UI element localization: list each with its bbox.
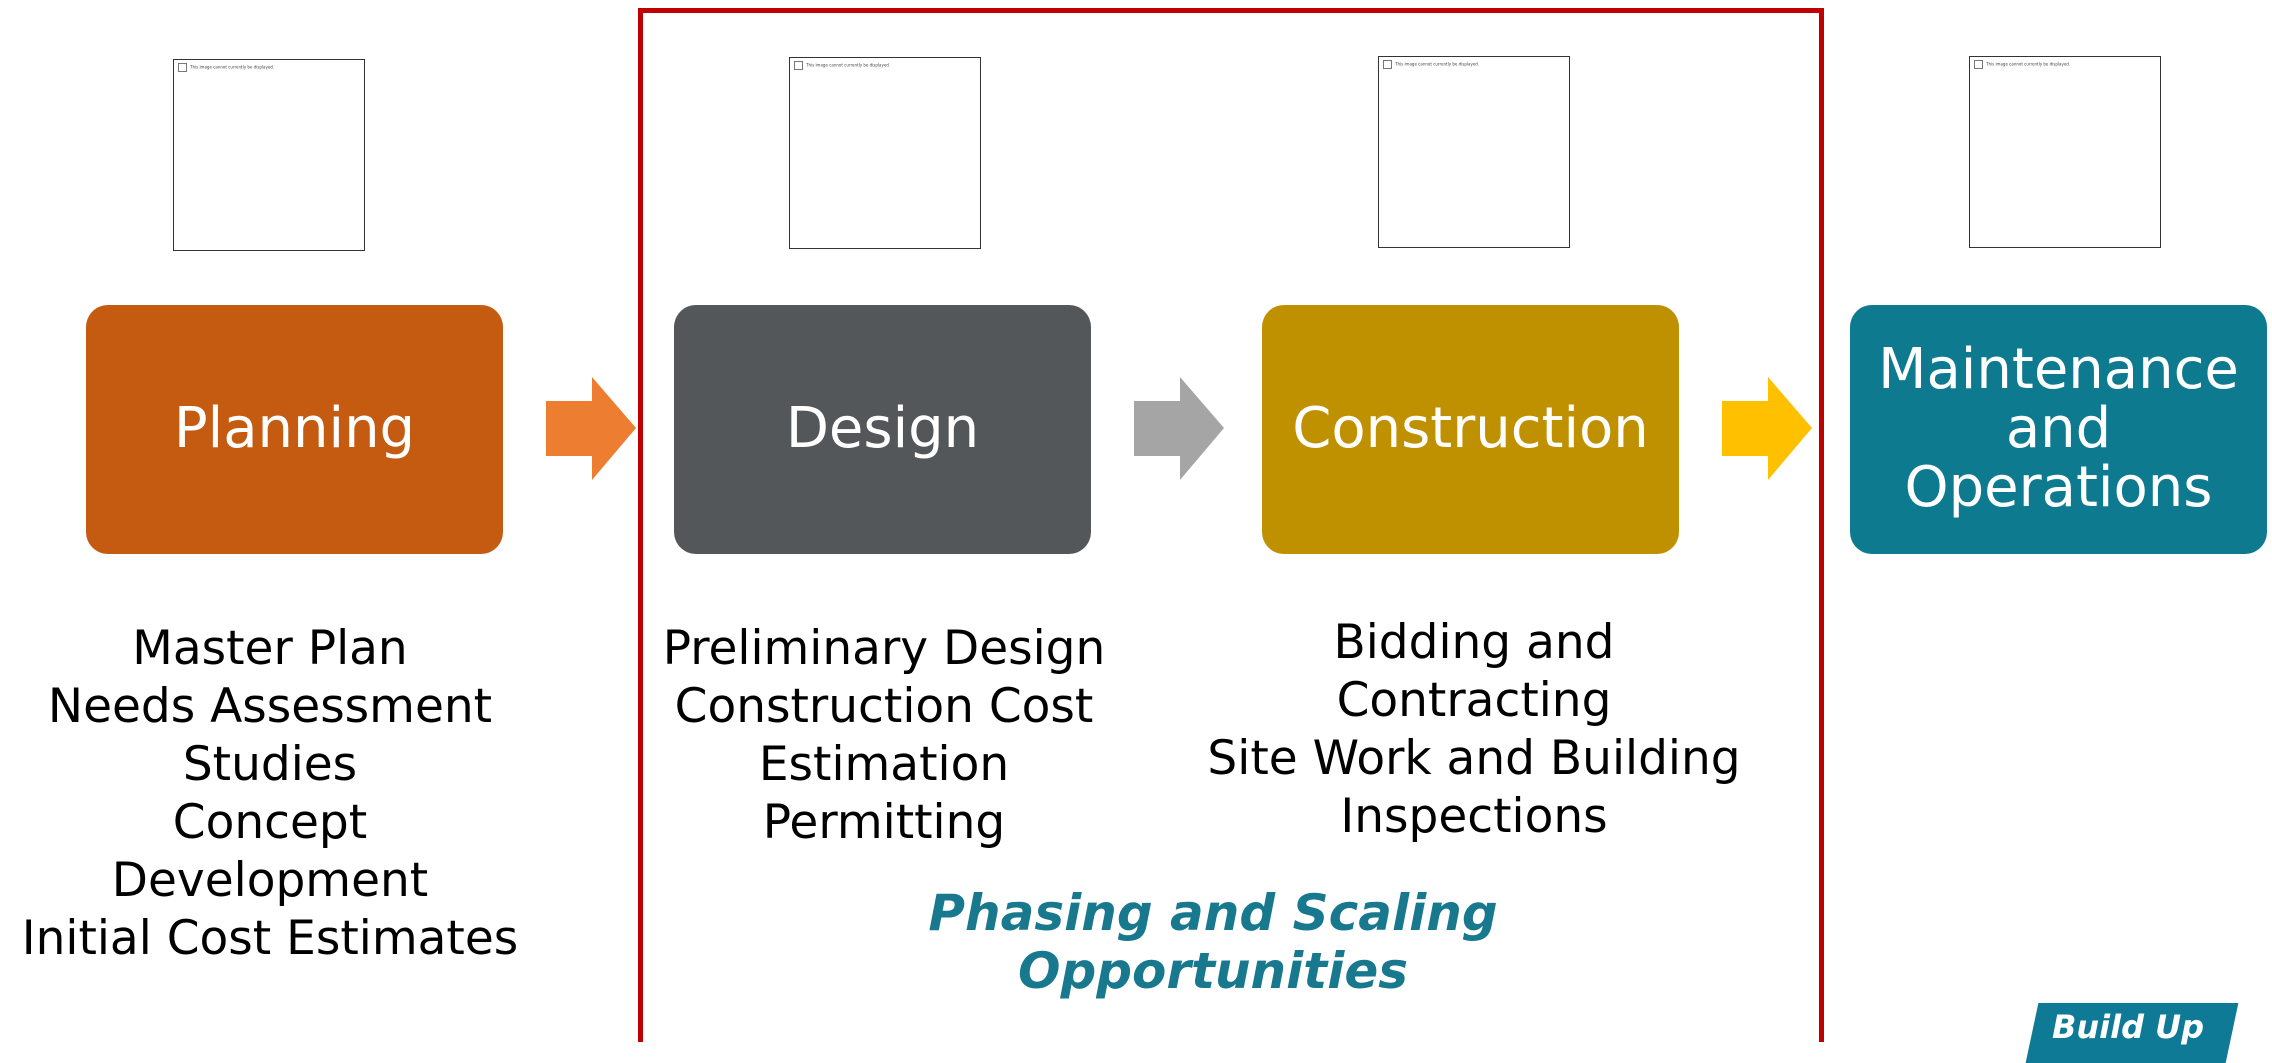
broken-image-text: This image cannot currently be displayed… xyxy=(178,63,274,72)
broken-image-text: This image cannot currently be displayed… xyxy=(1383,60,1479,69)
planning-description: Master Plan Needs Assessment Studies Con… xyxy=(4,620,536,968)
description-line: Estimation xyxy=(758,737,1010,792)
phase-design: Design xyxy=(674,305,1091,554)
maintenance-image-placeholder: This image cannot currently be displayed… xyxy=(1969,56,2161,248)
buildup-logo-text: Build Up xyxy=(2052,1008,2205,1046)
phase-maintenance-label-line: Operations xyxy=(1904,454,2213,520)
construction-image-placeholder: This image cannot currently be displayed… xyxy=(1378,56,1570,248)
phasing-line: Phasing and Scaling xyxy=(928,884,1498,942)
broken-image-text: This image cannot currently be displayed… xyxy=(1974,60,2070,69)
description-line: Studies xyxy=(182,737,358,792)
phasing-line: Opportunities xyxy=(1017,942,1409,1000)
description-line: Construction Cost xyxy=(674,679,1094,734)
description-line: Master Plan xyxy=(132,621,408,676)
construction-description: Bidding and Contracting Site Work and Bu… xyxy=(1188,614,1760,846)
phase-construction-label: Construction xyxy=(1292,396,1649,462)
phase-construction: Construction xyxy=(1262,305,1679,554)
description-line: Development xyxy=(111,853,429,908)
design-image-placeholder: This image cannot currently be displayed… xyxy=(789,57,981,249)
description-line: Preliminary Design xyxy=(662,621,1106,676)
phase-design-label: Design xyxy=(785,396,980,462)
description-line: Bidding and xyxy=(1333,615,1615,670)
planning-image-placeholder: This image cannot currently be displayed… xyxy=(173,59,365,251)
description-line: Site Work and Building xyxy=(1207,731,1741,786)
phasing-highlight-frame xyxy=(638,8,1824,1042)
description-line: Permitting xyxy=(762,795,1006,850)
description-line: Contracting xyxy=(1336,673,1612,728)
description-line: Needs Assessment xyxy=(47,679,493,734)
phase-planning: Planning xyxy=(86,305,503,554)
phase-maintenance-label-line: Maintenance xyxy=(1878,337,2239,403)
design-description: Preliminary Design Construction Cost Est… xyxy=(648,620,1120,852)
arrow-right-icon xyxy=(546,377,636,480)
description-line: Initial Cost Estimates xyxy=(21,911,519,966)
description-line: Inspections xyxy=(1340,789,1608,844)
description-line: Concept xyxy=(172,795,368,850)
arrow-right-icon xyxy=(1134,377,1224,480)
broken-image-text: This image cannot currently be displayed… xyxy=(794,61,890,70)
arrow-right-icon xyxy=(1722,377,1812,480)
phasing-scaling-callout: Phasing and Scaling Opportunities xyxy=(868,884,1558,1000)
phase-planning-label: Planning xyxy=(173,396,416,462)
phase-maintenance-operations: Maintenance and Operations xyxy=(1850,305,2267,554)
phase-maintenance-label-line: and xyxy=(2005,396,2112,462)
